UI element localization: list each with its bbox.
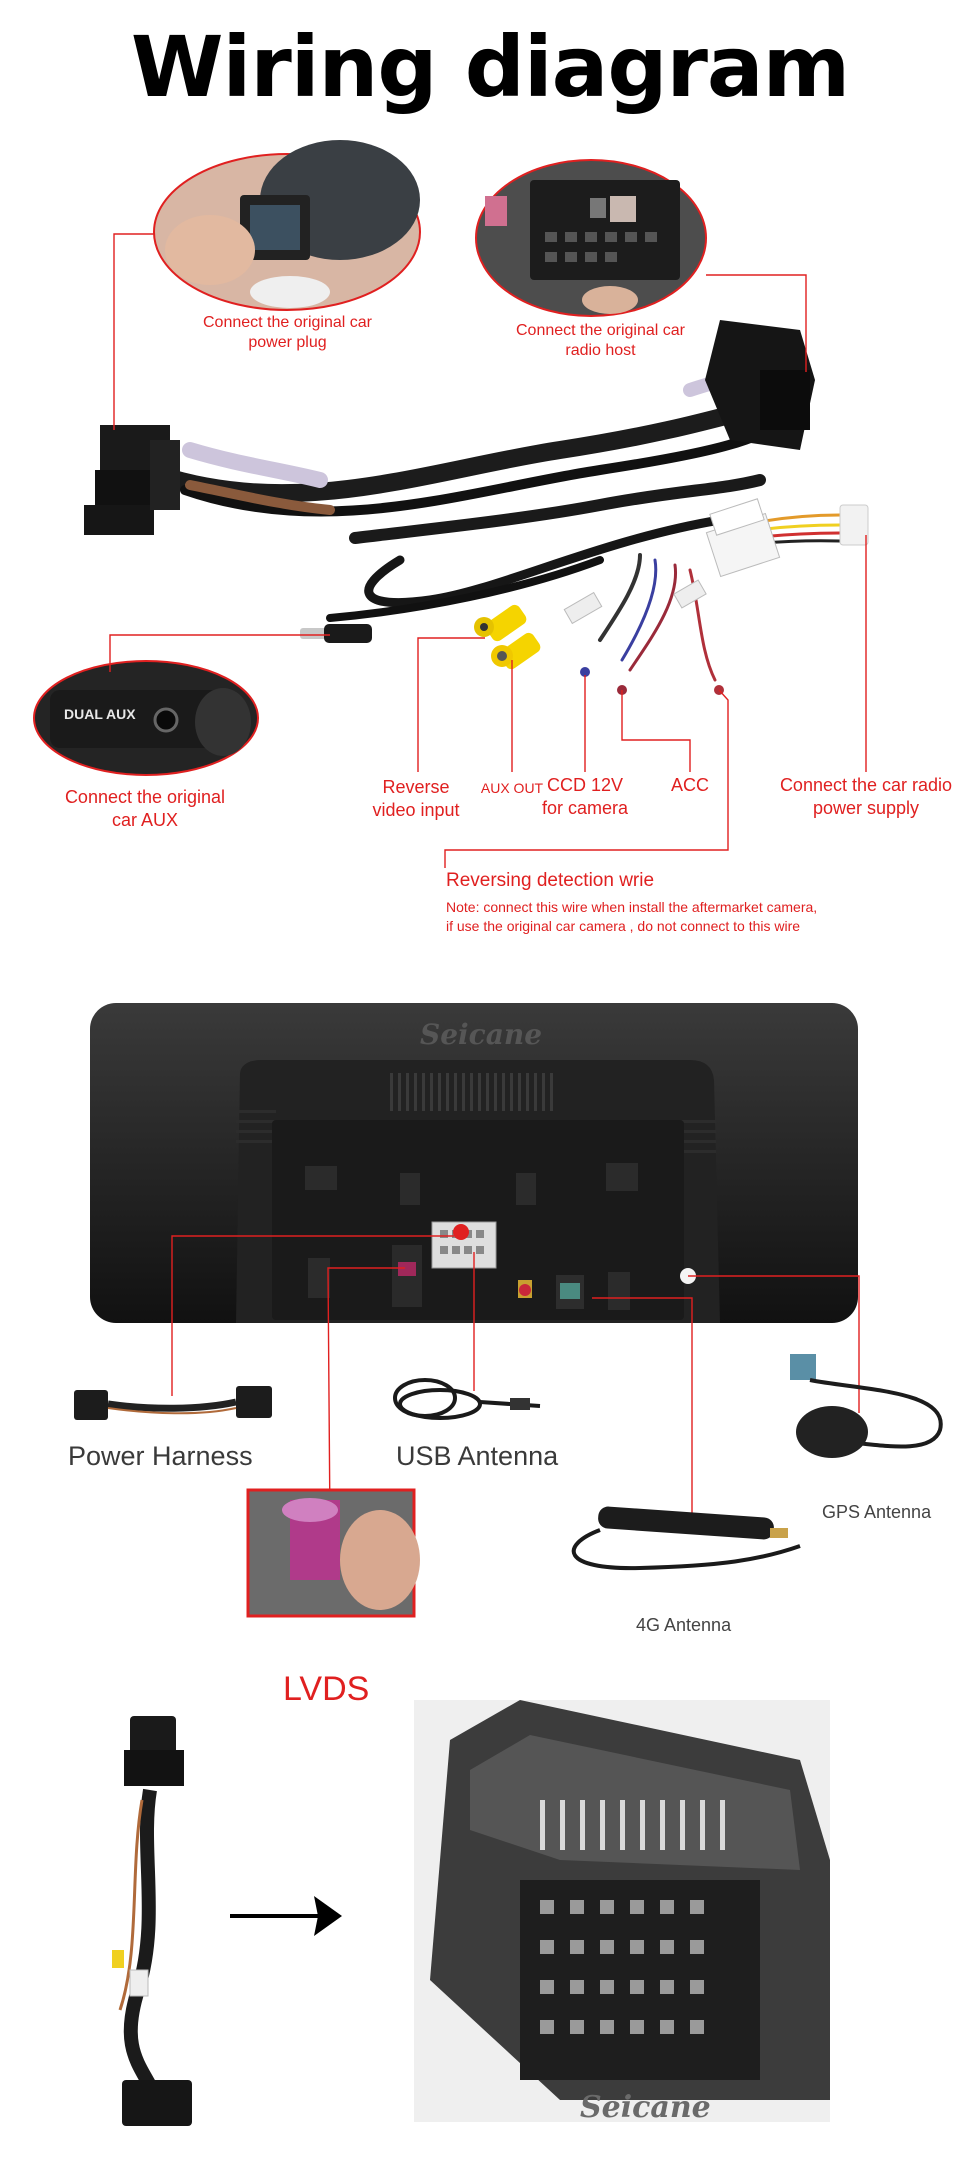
harness-right-plug <box>705 320 815 450</box>
label-acc: ACC <box>670 775 709 795</box>
arrow-right-icon <box>230 1896 342 1936</box>
device-brand: Seicane <box>420 1018 543 1051</box>
label-lvds: LVDS <box>283 1670 370 1708</box>
dual-aux-text: DUAL AUX <box>64 706 136 722</box>
label-car-aux: Connect the original car AUX <box>64 787 226 830</box>
leader-lines-device <box>171 1235 860 1528</box>
label-gps-antenna: GPS Antenna <box>822 1502 932 1522</box>
power-plug-photo <box>153 140 421 311</box>
reversing-title: Reversing detection wrie <box>446 870 655 891</box>
closeup-brand: Seicane <box>580 2090 711 2125</box>
head-unit <box>90 1003 858 1323</box>
label-4g-antenna: 4G Antenna <box>636 1615 732 1635</box>
usb-antenna-photo <box>393 1378 541 1420</box>
label-power-harness: Power Harness <box>68 1441 253 1471</box>
label-radio-host: Connect the original car radio host <box>516 322 685 359</box>
aux-jack <box>300 624 372 643</box>
g4-antenna-photo <box>571 1506 801 1571</box>
label-radio-power: Connect the car radio power supply <box>779 775 953 818</box>
leader-lines-top <box>109 233 867 868</box>
reversing-note: Note: connect this wire when install the… <box>446 899 818 934</box>
label-power-plug: Connect the original car power plug <box>203 314 372 351</box>
power-supply-connector <box>839 504 869 546</box>
bottom-harness-photo <box>112 1716 192 2126</box>
label-aux-out: AUX OUT <box>480 780 544 796</box>
label-ccd: CCD 12V for camera <box>541 775 629 818</box>
label-usb-antenna: USB Antenna <box>396 1441 559 1471</box>
power-harness-photo <box>74 1386 272 1420</box>
connector-closeup-photo <box>414 1700 830 2122</box>
dual-aux-photo <box>33 660 259 776</box>
label-reverse-video: Reverse video input <box>372 777 460 820</box>
harness-left-plug <box>84 425 180 535</box>
page-title: Wiring diagram <box>130 18 850 116</box>
lvds-photo <box>246 1488 420 1618</box>
gps-antenna-photo <box>790 1354 943 1458</box>
rca-connectors <box>474 604 541 670</box>
radio-host-photo <box>475 159 707 317</box>
